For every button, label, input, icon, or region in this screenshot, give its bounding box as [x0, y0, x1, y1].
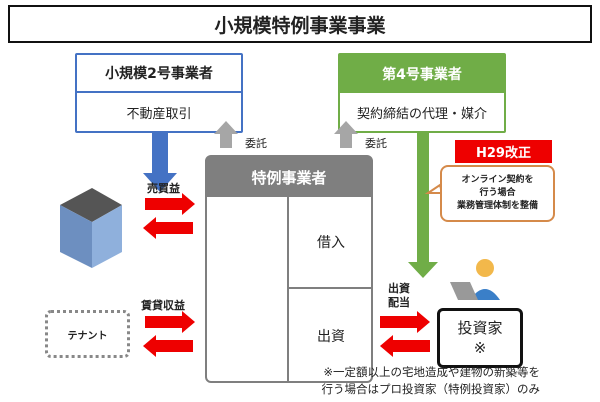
blue-down-arrow [143, 133, 177, 192]
entrust-label: 委託 [245, 137, 267, 150]
callout-line: 業務管理体制を整備 [456, 201, 538, 211]
rent-arrows [143, 311, 195, 357]
rent-income-label: 賃貸収益 [141, 299, 185, 312]
special-operator-title: 特例事業者 [251, 168, 327, 187]
small-operator-title: 小規模2号事業者 [77, 55, 241, 93]
building-icon [60, 188, 122, 268]
dividend-label: 配当 [388, 296, 410, 309]
small-operator-role: 不動産取引 [126, 106, 192, 122]
sale-arrows [143, 193, 195, 239]
sale-profit-label: 売買益 [147, 182, 180, 195]
gray-up-arrow [334, 121, 358, 148]
investment-cell: 出資 [289, 289, 371, 381]
callout-line: 行う場合 [479, 188, 516, 198]
green-down-arrow [408, 133, 438, 278]
revision-callout: オンライン契約を 行う場合 業務管理体制を整備 [440, 165, 555, 222]
investor-label: 投資家 [457, 319, 503, 337]
investor-box: 投資家 ※ [437, 308, 523, 368]
special-operator-box: 特例事業者 借入 出資 [205, 155, 373, 383]
tenant-box: テナント [45, 310, 130, 358]
page-title: 小規模特例事業事業 [8, 5, 592, 43]
footnote: ※一定額以上の宅地造成や建物の新築等を 行う場合はプロ投資家（特例投資家）のみ [270, 364, 541, 398]
entrust-label: 委託 [365, 137, 387, 150]
invest-dividend-label: 出資 配当 [388, 282, 410, 310]
footnote-line: ※一定額以上の宅地造成や建物の新築等を [323, 365, 540, 379]
revision-badge: H29改正 [455, 140, 552, 163]
invest-arrows [380, 311, 430, 357]
small-operator-box: 小規模2号事業者 不動産取引 [75, 53, 243, 133]
footnote-line: 行う場合はプロ投資家（特例投資家）のみ [321, 382, 541, 396]
fourth-operator-role: 契約締結の代理・媒介 [356, 106, 487, 122]
fourth-operator-title: 第4号事業者 [340, 55, 504, 93]
investor-note-mark: ※ [473, 339, 487, 357]
borrowing-cell: 借入 [289, 197, 371, 287]
gray-up-arrow [214, 121, 238, 148]
property-cell [207, 197, 287, 381]
invest-label: 出資 [388, 282, 410, 295]
investor-person-icon [450, 259, 500, 300]
fourth-operator-box: 第4号事業者 契約締結の代理・媒介 [338, 53, 506, 133]
callout-line: オンライン契約を [461, 175, 534, 185]
